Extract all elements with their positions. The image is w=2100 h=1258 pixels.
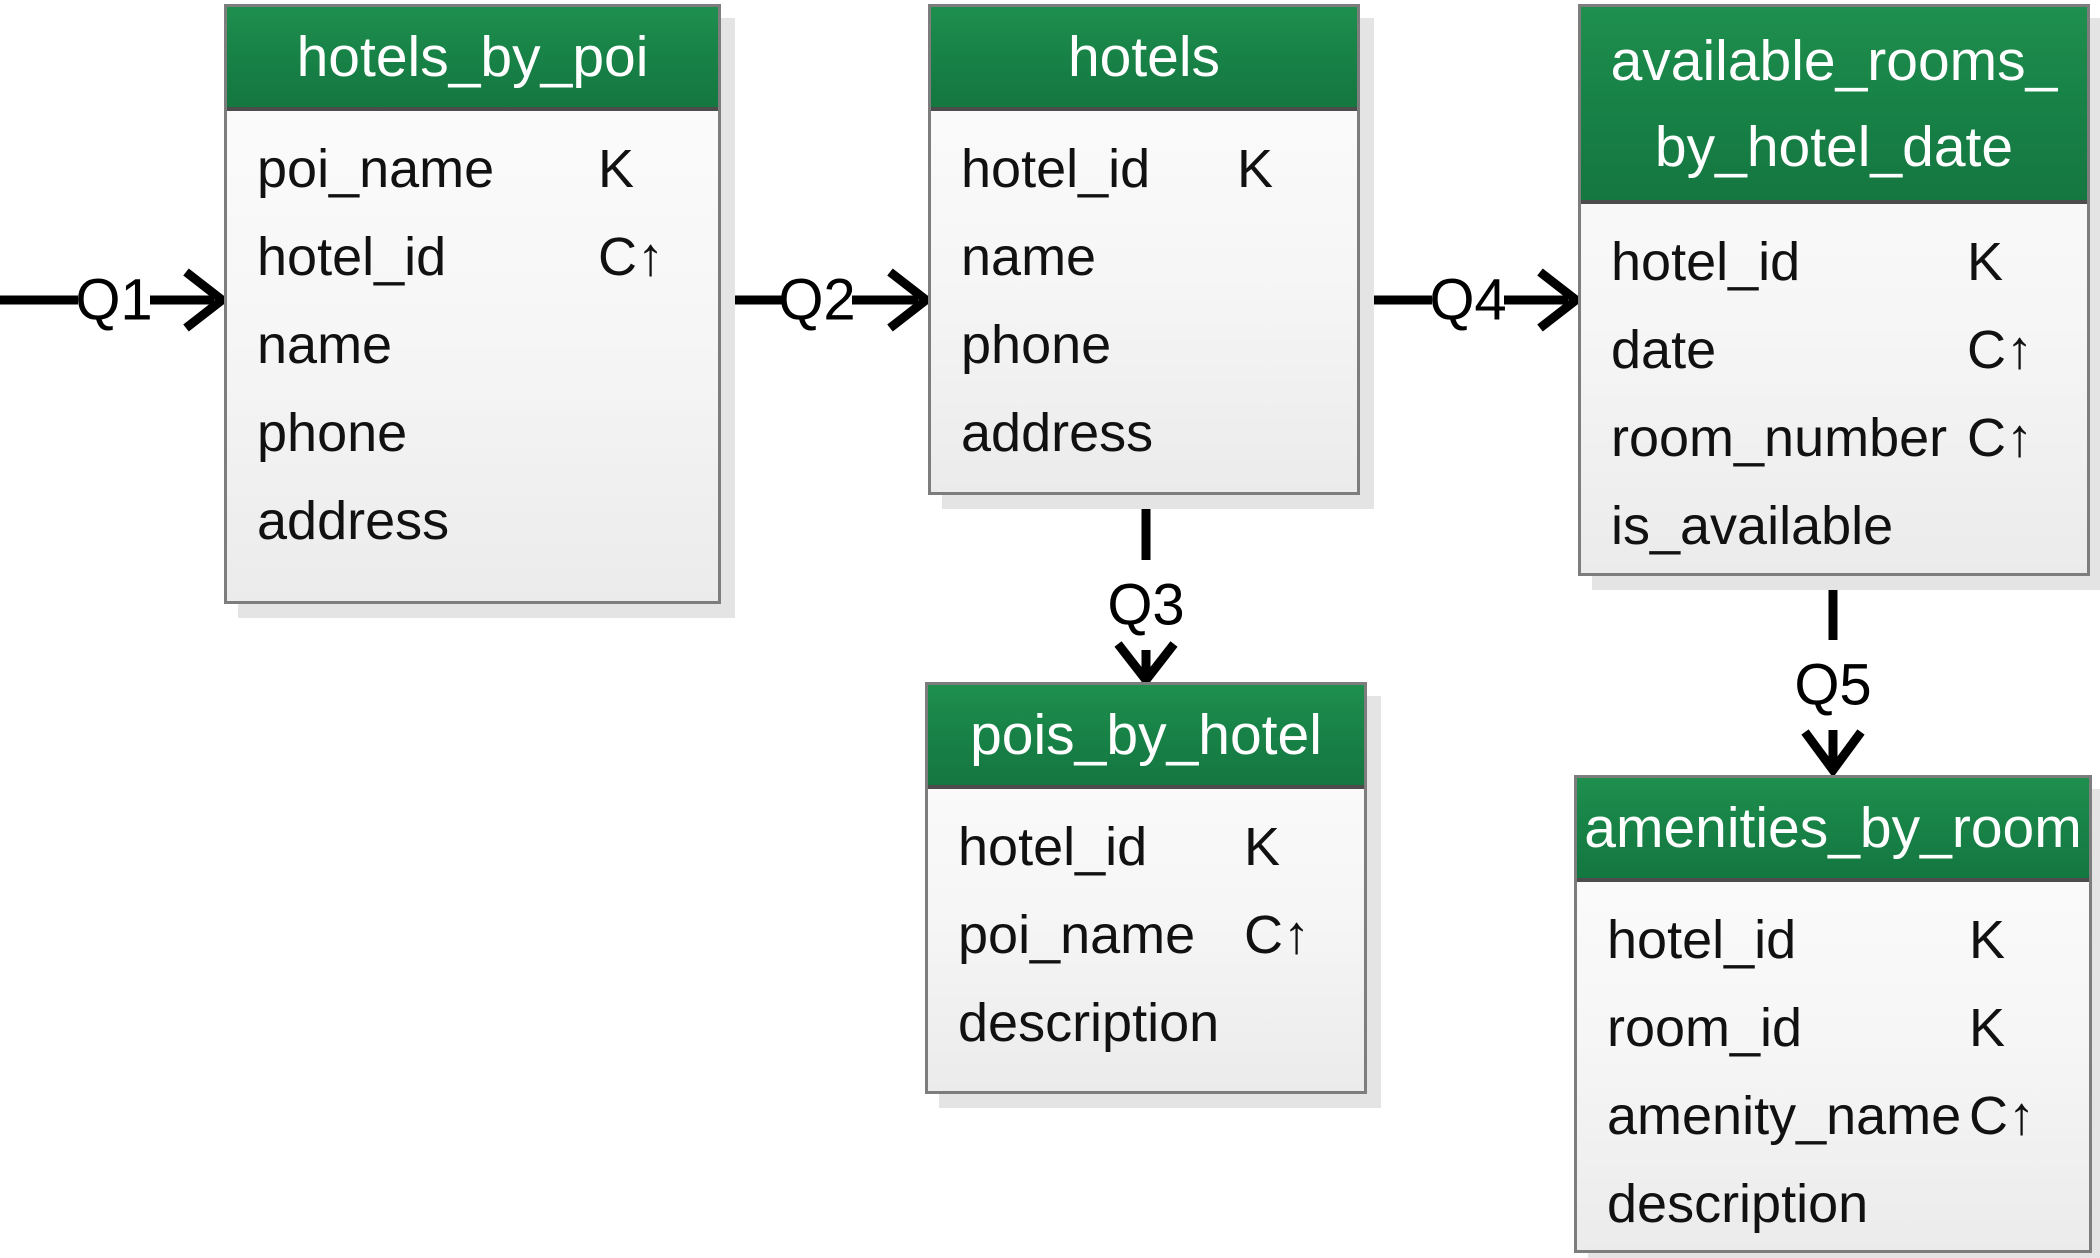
field-row: amenity_name C↑ [1577,1072,2089,1160]
field-name: description [1607,1174,1869,1234]
table-fields: hotel_id K room_id K amenity_name C↑ des… [1577,882,2089,1248]
field-key-indicator: K [1969,998,2006,1058]
field-name: hotel_id [257,227,447,287]
field-name: date [1611,320,1717,380]
table-fields: hotel_id K name phone address [931,111,1357,477]
field-name: hotel_id [1607,910,1797,970]
field-name: address [961,403,1154,463]
field-key-indicator: K [598,139,635,199]
field-row: name [227,301,718,389]
table-header: hotels [931,7,1357,111]
arrow-q5-head-icon [1801,729,1865,778]
arrow-q1-label: Q1 [75,267,153,333]
field-row: room_id K [1577,984,2089,1072]
table-pois-by-hotel: pois_by_hotel hotel_id K poi_name C↑ des… [925,682,1367,1094]
field-name: hotel_id [1611,232,1801,292]
table-available-rooms-by-hotel-date: available_rooms_ by_hotel_date hotel_id … [1578,4,2090,576]
field-name: phone [961,315,1112,375]
field-row: hotel_id C↑ [227,213,718,301]
field-name: name [961,227,1097,287]
field-name: room_id [1607,998,1803,1058]
table-header: hotels_by_poi [227,7,718,111]
table-header: available_rooms_ by_hotel_date [1581,7,2087,204]
field-name: poi_name [958,905,1196,965]
table-fields: hotel_id K date C↑ room_number C↑ is_ava… [1581,204,2087,570]
field-name: amenity_name [1607,1086,1962,1146]
arrow-q3-label: Q3 [1107,572,1185,638]
field-name: name [257,315,393,375]
table-amenities-by-room: amenities_by_room hotel_id K room_id K a… [1574,775,2092,1253]
field-key-indicator: K [1967,232,2004,292]
field-name: description [958,993,1220,1053]
field-name: poi_name [257,139,495,199]
field-row: description [1577,1160,2089,1248]
arrow-q2-head-icon [887,268,934,332]
table-title: hotels [1067,25,1221,89]
field-row: phone [227,389,718,477]
field-row: poi_name K [227,125,718,213]
field-key-indicator: C↑ [1967,320,2033,380]
field-name: hotel_id [958,817,1148,877]
table-header: amenities_by_room [1577,778,2089,882]
table-hotels-by-poi: hotels_by_poi poi_name K hotel_id C↑ nam… [224,4,721,604]
arrow-q5-label: Q5 [1794,652,1872,718]
field-key-indicator: K [1237,139,1274,199]
field-row: poi_name C↑ [928,891,1364,979]
field-name: address [257,491,450,551]
field-row: room_number C↑ [1581,394,2087,482]
field-row: hotel_id K [931,125,1357,213]
field-key-indicator: C↑ [1244,905,1310,965]
field-row: address [931,389,1357,477]
table-title: pois_by_hotel [970,703,1322,767]
field-row: date C↑ [1581,306,2087,394]
arrow-q2-label: Q2 [778,267,856,333]
table-title: available_rooms_ [1610,28,2058,93]
arrow-q3-head-icon [1114,641,1178,688]
table-title: amenities_by_room [1584,796,2082,860]
field-row: description [928,979,1364,1067]
field-key-indicator: C↑ [1969,1086,2035,1146]
table-title: hotels_by_poi [296,25,649,89]
field-key-indicator: C↑ [1967,408,2033,468]
table-header: pois_by_hotel [928,685,1364,789]
arrow-q4-label: Q4 [1429,267,1507,333]
field-row: is_available [1581,482,2087,570]
field-key-indicator: C↑ [598,227,664,287]
arrow-q4-head-icon [1537,268,1584,332]
field-key-indicator: K [1244,817,1281,877]
field-row: hotel_id K [1577,896,2089,984]
table-fields: poi_name K hotel_id C↑ name phone addres… [227,111,718,565]
field-name: phone [257,403,408,463]
field-key-indicator: K [1969,910,2006,970]
field-row: name [931,213,1357,301]
field-row: hotel_id K [1581,218,2087,306]
field-row: hotel_id K [928,803,1364,891]
field-row: address [227,477,718,565]
table-fields: hotel_id K poi_name C↑ description [928,789,1364,1067]
field-row: phone [931,301,1357,389]
table-title-line2: by_hotel_date [1654,114,2014,179]
table-hotels: hotels hotel_id K name phone address [928,4,1360,495]
field-name: hotel_id [961,139,1151,199]
field-name: room_number [1611,408,1948,468]
field-name: is_available [1611,496,1894,556]
arrow-q1-head-icon [183,268,230,332]
